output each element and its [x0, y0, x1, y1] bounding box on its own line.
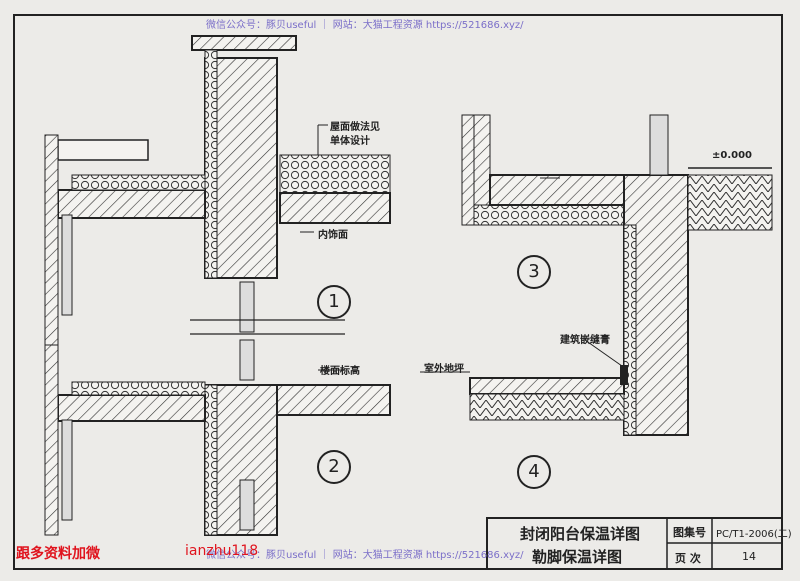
detail-1-drawing [44, 35, 391, 356]
atlas-label: 图集号 [673, 526, 706, 539]
window-frame-1 [61, 214, 73, 316]
window-frame-2a [239, 339, 255, 381]
roof-slab-1 [279, 192, 391, 224]
window-frame-2b [239, 479, 255, 531]
balcony-rail-1 [57, 139, 149, 161]
balcony-wall-2 [44, 344, 59, 536]
inner-finish-label: 内饰面 [318, 230, 348, 241]
detail-4-marker: 4 [517, 455, 551, 489]
elevation-label: ±0.000 [712, 150, 753, 161]
promo-left-text: 跟多资料加微 [16, 546, 100, 562]
detail-2-marker: 2 [317, 450, 351, 484]
watermark-bottom: 微信公众号：豚贝useful ｜ 网站：大猫工程资源 https://52168… [206, 550, 524, 561]
plinth-insulation-3 [623, 224, 637, 436]
promo-right-text: ianzhu118 [185, 543, 259, 559]
balcony-insulation-2 [71, 381, 206, 396]
balcony-slab-1 [57, 189, 206, 219]
sealant-mark [620, 365, 628, 385]
page-label: 页 次 [675, 552, 701, 565]
slab-3 [489, 174, 641, 206]
roof-note-line2: 单体设计 [330, 136, 370, 147]
window-frame-2 [61, 419, 73, 521]
title-line1: 封闭阳台保温详图 [520, 525, 641, 543]
title-block-frame [486, 517, 783, 570]
balcony-slab-2 [57, 394, 206, 422]
detail-3-marker: 3 [517, 255, 551, 289]
balcony-wall-1 [44, 134, 59, 356]
ground-fill-3 [687, 174, 773, 231]
parapet-cap [191, 35, 297, 51]
outdoor-ground-label: 室外地坪 [424, 364, 464, 375]
window-frame-1b [239, 281, 255, 333]
atlas-value: PC/T1-2006(二) [716, 529, 792, 540]
wall-left-3 [461, 114, 475, 226]
title-line2: 勒脚保温详图 [532, 548, 623, 566]
base-insulation-3 [473, 204, 625, 226]
page-value: 14 [742, 550, 756, 563]
detail-1-marker: 1 [317, 285, 351, 319]
ground-slab-4 [469, 377, 625, 395]
roof-note-line1: 屋面做法见 [330, 122, 380, 133]
floor-slab-2 [276, 384, 391, 416]
wall-insulation-1 [204, 49, 218, 279]
detail-3-drawing [461, 114, 773, 436]
detail-4-drawing [420, 339, 628, 421]
balcony-insulation-1 [71, 174, 206, 191]
floor-level-label: 楼面标高 [320, 366, 360, 377]
watermark-top: 微信公众号：豚贝useful ｜ 网站：大猫工程资源 https://52168… [206, 20, 524, 31]
roof-insulation-1 [279, 154, 391, 194]
window-frame-3 [649, 114, 669, 176]
wall-inner-3 [473, 114, 491, 206]
sheet-border [13, 14, 783, 570]
sealant-label: 建筑嵌缝膏 [560, 335, 610, 346]
ground-fill-4 [469, 393, 625, 421]
wall-insulation-2 [204, 384, 218, 536]
detail-2-drawing [44, 339, 391, 536]
